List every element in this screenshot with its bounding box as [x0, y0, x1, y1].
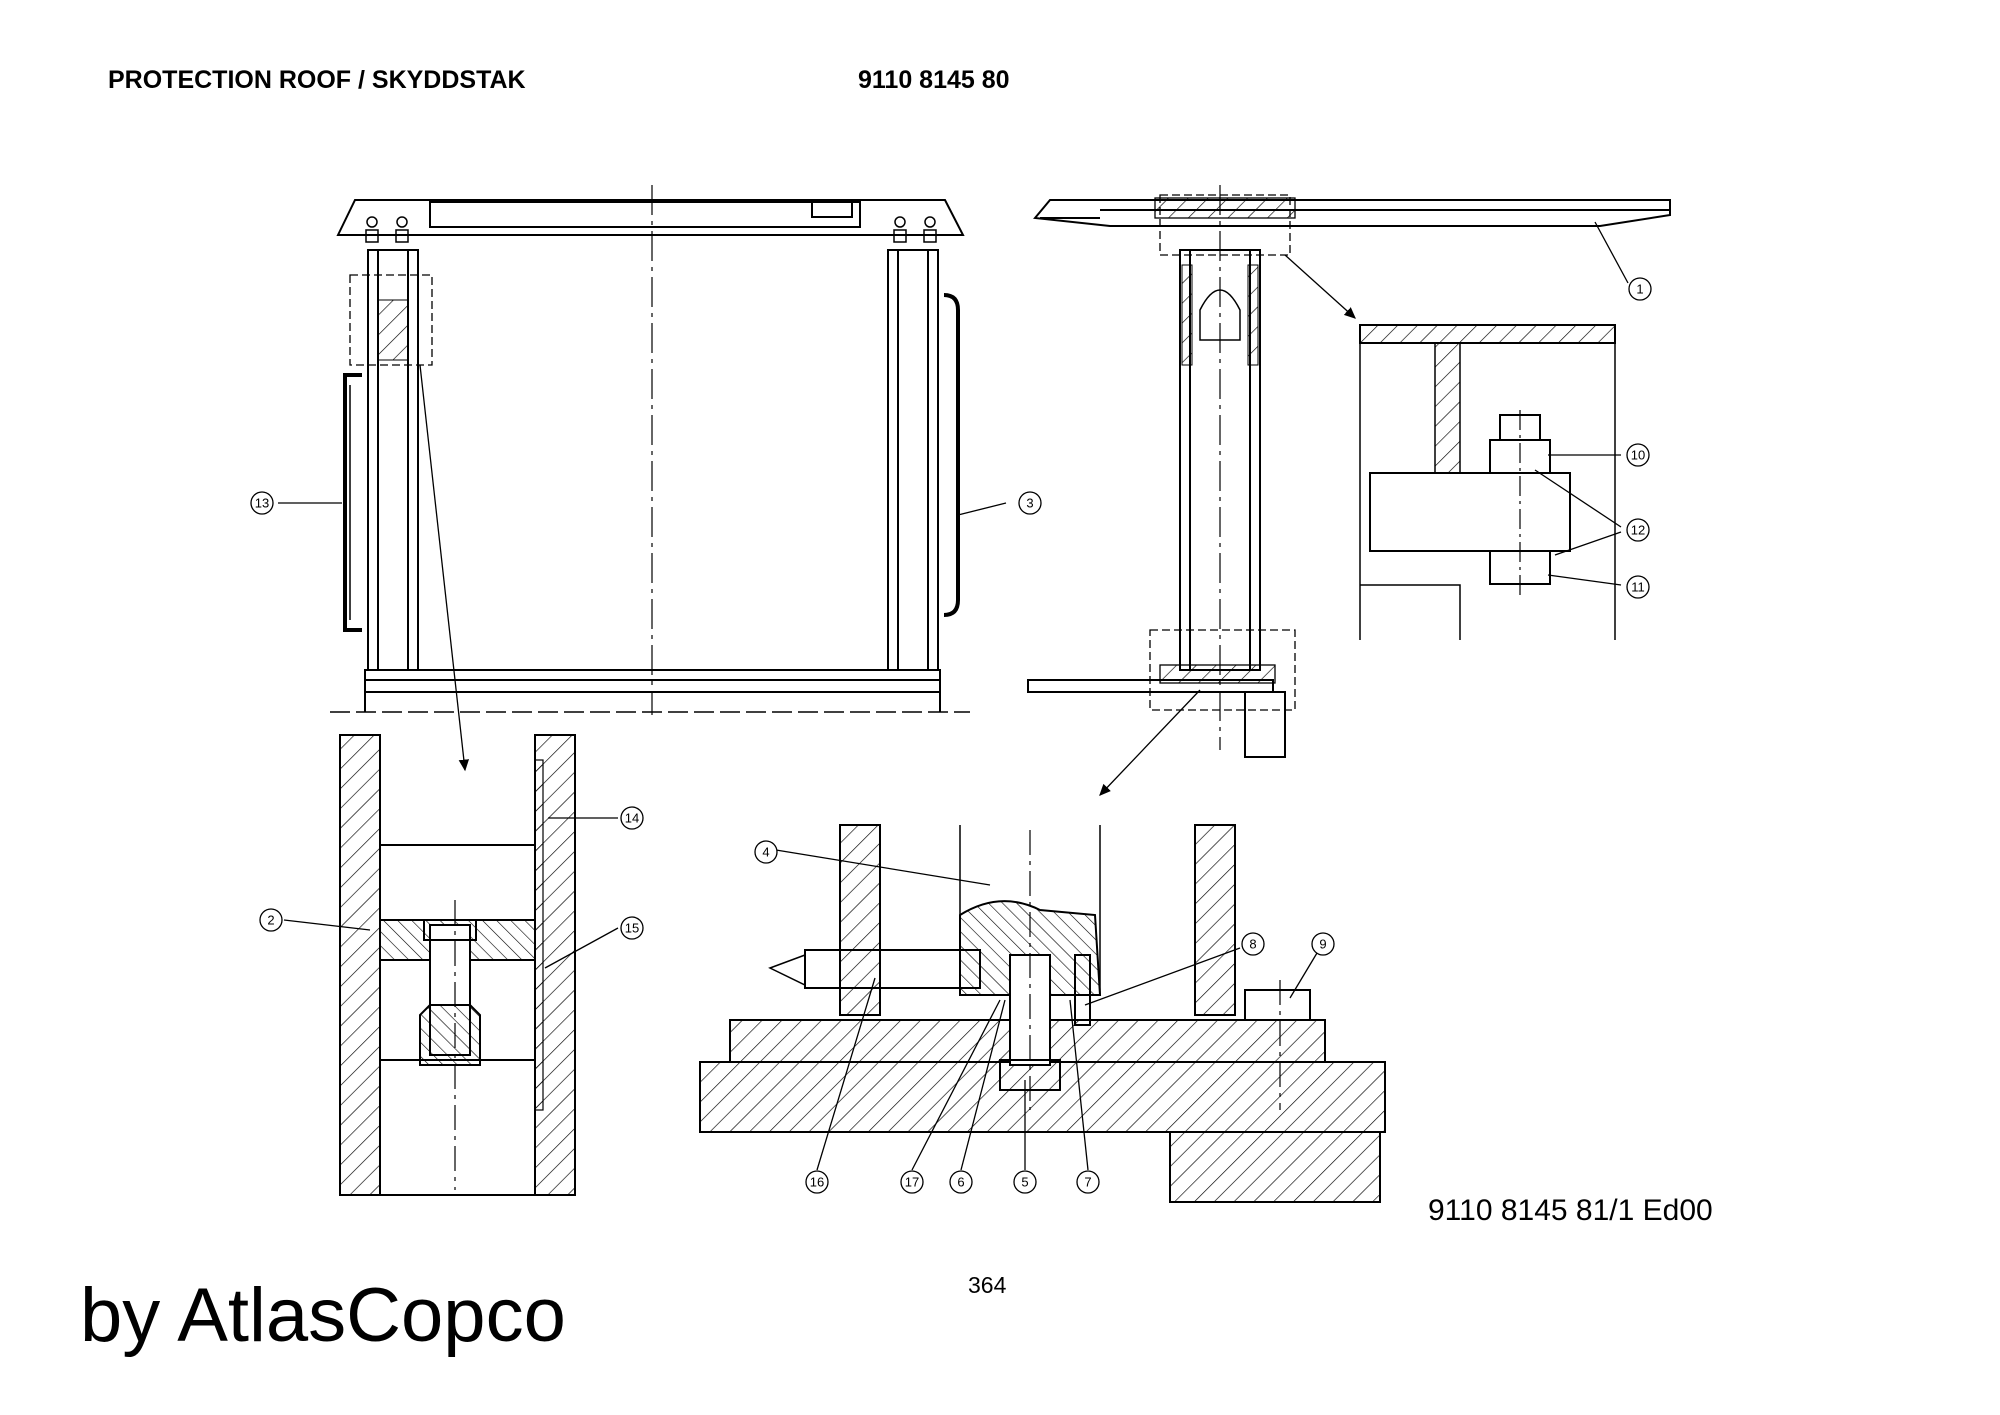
detail-bolt-joint	[1359, 324, 1616, 640]
svg-text:6: 6	[957, 1175, 964, 1190]
balloon-5: 5	[1013, 1170, 1037, 1194]
svg-text:7: 7	[1084, 1175, 1091, 1190]
svg-text:13: 13	[255, 496, 269, 511]
balloon-14: 14	[620, 806, 644, 830]
svg-text:5: 5	[1021, 1175, 1028, 1190]
svg-text:10: 10	[1631, 448, 1645, 463]
detail-base-section	[699, 824, 1386, 1203]
part-number: 9110 8145 80	[858, 66, 1010, 94]
balloon-16: 16	[805, 1170, 829, 1194]
svg-text:3: 3	[1026, 496, 1033, 511]
side-view	[1027, 185, 1671, 796]
svg-text:2: 2	[267, 913, 274, 928]
balloon-7: 7	[1076, 1170, 1100, 1194]
svg-text:1: 1	[1636, 282, 1643, 297]
balloon-17: 17	[900, 1170, 924, 1194]
svg-text:8: 8	[1249, 937, 1256, 952]
balloon-8: 8	[1241, 932, 1265, 956]
leader-lines	[278, 221, 1629, 1171]
balloon-10: 10	[1626, 443, 1650, 467]
balloon-11: 11	[1626, 575, 1650, 599]
balloon-12: 12	[1626, 518, 1650, 542]
svg-text:17: 17	[905, 1175, 919, 1190]
balloon-13: 13	[250, 491, 274, 515]
balloon-1: 1	[1628, 277, 1652, 301]
balloon-2: 2	[259, 908, 283, 932]
svg-text:16: 16	[810, 1175, 824, 1190]
svg-text:4: 4	[762, 845, 769, 860]
page-number: 364	[968, 1272, 1007, 1298]
balloon-4: 4	[754, 840, 778, 864]
page-title: PROTECTION ROOF / SKYDDSTAK	[108, 66, 526, 94]
front-view	[330, 185, 970, 772]
brand-footer: by AtlasCopco	[80, 1273, 566, 1358]
svg-text:14: 14	[625, 811, 639, 826]
detail-post-section	[339, 734, 576, 1196]
svg-text:11: 11	[1631, 580, 1645, 595]
balloon-15: 15	[620, 916, 644, 940]
svg-text:9: 9	[1319, 937, 1326, 952]
drawing-reference: 9110 8145 81/1 Ed00	[1428, 1194, 1713, 1227]
balloon-6: 6	[949, 1170, 973, 1194]
balloon-3: 3	[1018, 491, 1042, 515]
svg-text:15: 15	[625, 921, 639, 936]
balloon-9: 9	[1311, 932, 1335, 956]
svg-text:12: 12	[1631, 523, 1645, 538]
